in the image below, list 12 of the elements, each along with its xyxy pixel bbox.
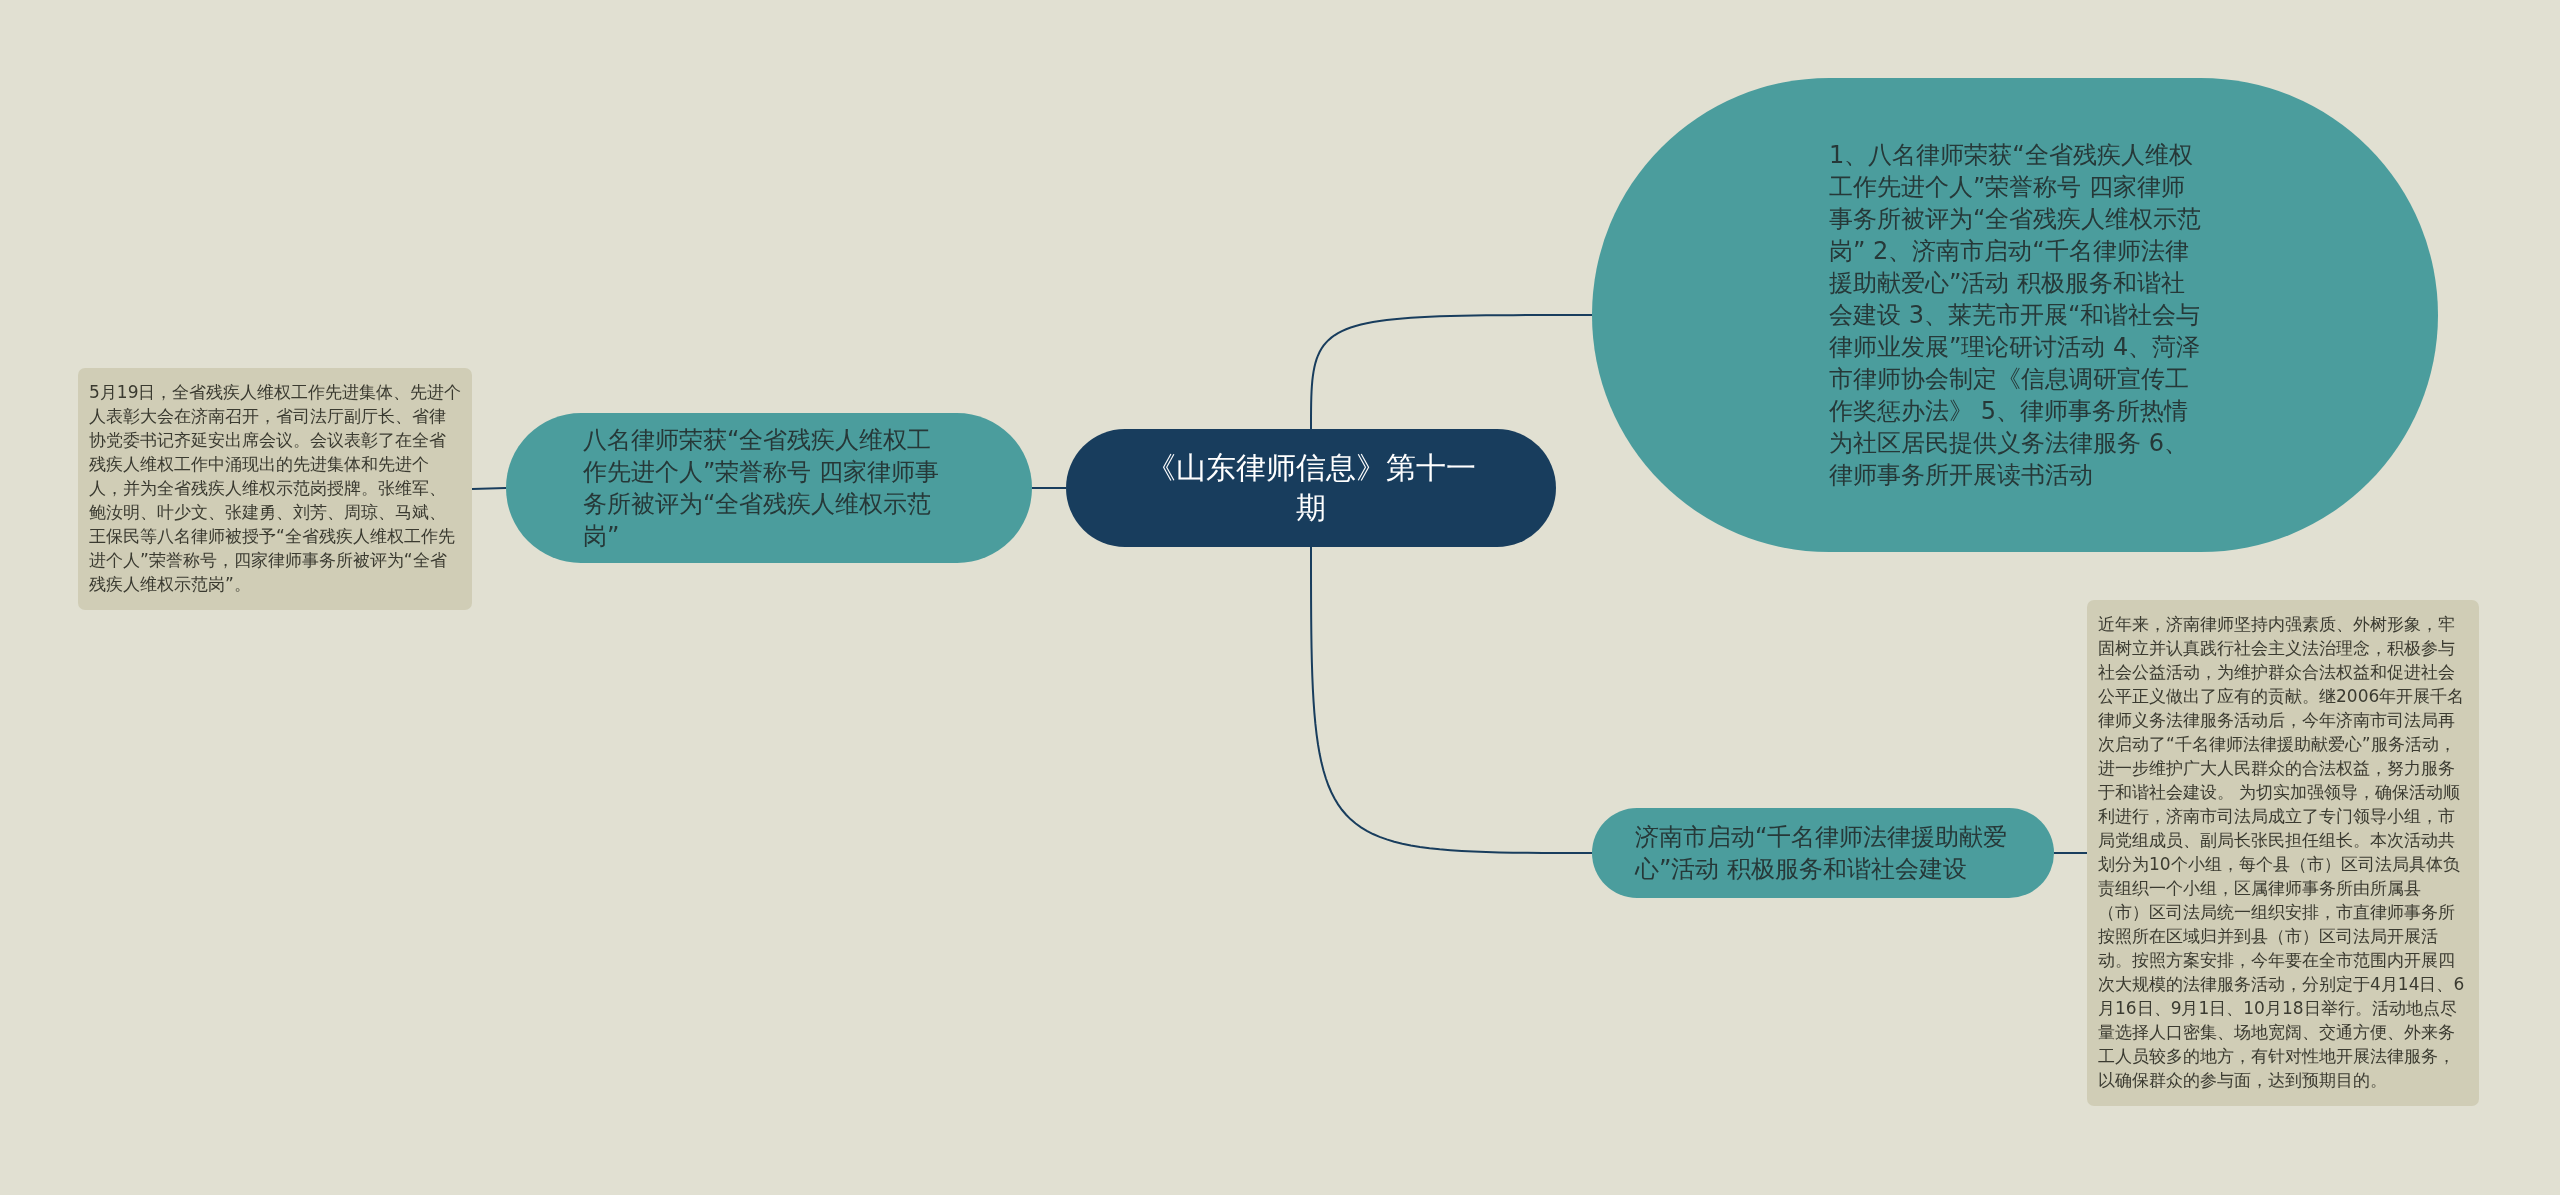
branch-text: 济南市启动“千名律师法律援助献爱心”活动 积极服务和谐社会建设 bbox=[1635, 822, 2009, 885]
connector-line bbox=[1310, 546, 1593, 854]
branch-text: 八名律师荣获“全省残疾人维权工作先进个人”荣誉称号 四家律师事务所被评为“全省残疾人维权示范岗” bbox=[583, 425, 941, 552]
connector-line bbox=[1031, 487, 1067, 489]
note-text: 5月19日，全省残疾人维权工作先进集体、先进个人表彰大会在济南召开，省司法厅副厅长、省律协党委书记齐延安出席会议。会议表彰了在全省残疾人维权工作中涌现出的先进集体和先进个人，并为全省残疾人维权示范岗授牌。张维军、鲍汝明、叶少文、张建勇、刘芳、周琼、马斌、王保民等八名律师被授予“全省残疾人维权工作先进个人”荣誉称号，四家律师事务所被评为“全省残疾人维权示范岗”。 bbox=[89, 381, 462, 596]
note-card bbox=[78, 368, 472, 610]
note-text: 近年来，济南律师坚持内强素质、外树形象，牢固树立并认真践行社会主义法治理念，积极参与社会公益活动，为维护群众合法权益和促进社会公平正义做出了应有的贡献。继2006年开展千名律师义务法律服务活动后，今年济南市司法局再次启动了“千名律师法律援助献爱心”服务活动，进一步维护广大人民群众的合法权益，努力服务于和谐社会建设。 为切实加强领导，确保活动顺利进行，济南市司法局成立了专门领导小组，市局党组成员、副局长张民担任组长。本次活动共划分为10个小组，每个县（市）区司法局具体负责组织一个小组，区属律师事务所由所属县（市）区司法局统一组织安排，市直律师事务所按照所在区域归并到县（市）区司法局开展活动。按照方案安排，今年要在全市范围内开展四次大规模的法律服务活动，分别定于4月14日、6月16日、9月1日、10月18日举行。活动地点尽量选择人口密集、场地宽阔、交通方便、外来务工人员较多的地方，有针对性地开展法律服务，以确保群众的参与面，达到预期目的。 bbox=[2098, 613, 2466, 1092]
connector-line bbox=[2053, 852, 2088, 854]
branch-text: 1、八名律师荣获“全省残疾人维权工作先进个人”荣誉称号 四家律师事务所被评为“全省残疾人维权示范岗” 2、济南市启动“千名律师法律援助献爱心”活动 积极服务和谐社会建设 3、莱芜市开展“和谐社会与律师业发展”理论研讨活动 4、菏泽市律师协会制定《信息调研宣传工作奖惩办法》 5、律师事务所热情为社区居民提供义务法律服务 6、律师事务所开展读书活动 bbox=[1829, 140, 2203, 491]
connector-line bbox=[471, 487, 507, 490]
connector-line bbox=[1310, 314, 1593, 430]
topic-text: 《山东律师信息》第十一期 bbox=[1145, 449, 1477, 527]
